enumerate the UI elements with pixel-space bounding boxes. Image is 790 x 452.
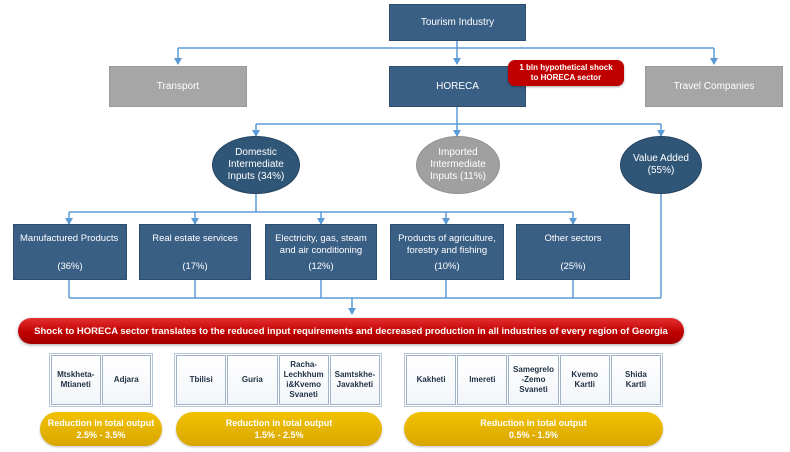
reduction-range: 1.5% - 2.5% (254, 430, 304, 440)
region-line: Kakheti (416, 375, 446, 384)
reduction-pill-high: Reduction in total output 2.5% - 3.5% (40, 412, 162, 446)
imported-line1: Imported (438, 147, 478, 158)
domestic-line1: Domestic (235, 147, 277, 158)
region-line: Samegrelo (513, 365, 554, 374)
industry-label: Products of agriculture, (398, 233, 496, 244)
reduction-pill-mid: Reduction in total output 1.5% - 2.5% (176, 412, 382, 446)
transport-node: Transport (109, 66, 247, 107)
industry-label: forestry and fishing (406, 245, 488, 256)
tourism-industry-node: Tourism Industry (389, 4, 526, 41)
domestic-line2: Intermediate (228, 159, 284, 170)
industry-manufactured: Manufactured Products (36%) (13, 224, 127, 280)
region-line: Racha- (290, 360, 317, 369)
region-kvemo-kartli: Kvemo Kartli (559, 355, 610, 405)
region-line: Mtianeti (60, 380, 91, 389)
value-added-line2: (55%) (647, 165, 675, 176)
region-line: Kartli (625, 380, 647, 389)
transport-label: Transport (156, 80, 200, 92)
domestic-inputs-node: Domestic Intermediate Inputs (34%) (212, 136, 300, 194)
reduction-label: Reduction in total output (225, 418, 333, 428)
region-line: Kartli (574, 380, 595, 389)
domestic-line3: Inputs (34%) (227, 171, 285, 182)
industry-share: (10%) (434, 261, 460, 272)
industry-label: Manufactured Products (20, 233, 119, 244)
industry-other: Other sectors (25%) (516, 224, 630, 280)
region-guria: Guria (227, 355, 278, 405)
region-mtskheta-mtianeti: Mtskheta- Mtianeti (51, 355, 101, 405)
tourism-industry-label: Tourism Industry (420, 16, 495, 28)
shock-callout: 1 bln hypothetical shock to HORECA secto… (508, 60, 624, 86)
region-line: Guria (241, 375, 263, 384)
region-kakheti: Kakheti (406, 355, 457, 405)
reduction-range: 2.5% - 3.5% (76, 430, 126, 440)
value-added-node: Value Added (55%) (620, 136, 702, 194)
reduction-pill-low: Reduction in total output 0.5% - 1.5% (404, 412, 663, 446)
industry-electricity: Electricity, gas, steam and air conditio… (265, 224, 377, 280)
shock-banner-text: Shock to HORECA sector translates to the… (34, 325, 668, 337)
region-samegrelo: Samegrelo -Zemo Svaneti (508, 355, 559, 405)
region-tbilisi: Tbilisi (176, 355, 227, 405)
shock-banner: Shock to HORECA sector translates to the… (18, 318, 684, 344)
horeca-node: HORECA (389, 66, 526, 107)
region-group-high: Mtskheta- Mtianeti Adjara (49, 353, 153, 407)
reduction-range: 0.5% - 1.5% (508, 430, 559, 440)
industry-agriculture: Products of agriculture, forestry and fi… (390, 224, 504, 280)
region-line: Tbilisi (189, 375, 213, 384)
imported-inputs-node: Imported Intermediate Inputs (11%) (416, 136, 500, 194)
region-imereti: Imereti (457, 355, 508, 405)
region-line: Javakheti (336, 380, 374, 389)
industry-label: Electricity, gas, steam (275, 233, 367, 244)
industry-label: Other sectors (544, 233, 602, 244)
imported-line2: Intermediate (430, 159, 486, 170)
industry-label: and air conditioning (279, 245, 363, 256)
imported-line3: Inputs (11%) (430, 171, 486, 182)
industry-real-estate: Real estate services (17%) (139, 224, 251, 280)
region-line: Samtskhe- (334, 370, 376, 379)
industry-share: (12%) (308, 261, 334, 272)
region-line: Svaneti (289, 390, 318, 399)
region-samtskhe-javakheti: Samtskhe- Javakheti (329, 355, 380, 405)
region-line: -Zemo (521, 375, 546, 384)
region-group-mid: Tbilisi Guria Racha- Lechkhum i&Kvemo Sv… (174, 353, 382, 407)
shock-callout-line1: 1 bln hypothetical shock (519, 63, 613, 72)
reduction-label: Reduction in total output (47, 418, 155, 428)
region-line: Lechkhum (283, 370, 324, 379)
region-line: Shida (625, 370, 647, 379)
region-line: i&Kvemo (286, 380, 321, 389)
region-shida-kartli: Shida Kartli (610, 355, 662, 405)
reduction-label: Reduction in total output (480, 418, 587, 428)
region-line: Imereti (469, 375, 496, 384)
industry-share: (36%) (57, 261, 83, 272)
region-line: Adjara (113, 375, 139, 384)
industry-share: (25%) (560, 261, 586, 272)
region-group-low: Kakheti Imereti Samegrelo -Zemo Svaneti … (404, 353, 663, 407)
travel-companies-label: Travel Companies (673, 80, 755, 92)
region-racha: Racha- Lechkhum i&Kvemo Svaneti (278, 355, 329, 405)
region-line: Kvemo (571, 370, 599, 379)
region-line: Svaneti (519, 385, 548, 394)
region-adjara: Adjara (101, 355, 151, 405)
shock-callout-line2: to HORECA sector (530, 73, 602, 82)
value-added-line1: Value Added (633, 153, 689, 164)
industry-label: Real estate services (152, 233, 238, 244)
travel-companies-node: Travel Companies (645, 66, 783, 107)
industry-share: (17%) (182, 261, 208, 272)
region-line: Mtskheta- (57, 370, 95, 379)
horeca-label: HORECA (436, 80, 479, 92)
